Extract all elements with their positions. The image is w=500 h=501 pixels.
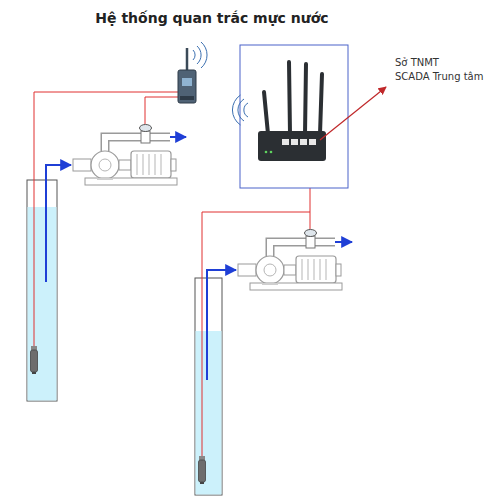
diagram-title: Hệ thống quan trắc mực nước bbox=[95, 10, 328, 26]
destination-label: SCADA Trung tâm bbox=[395, 71, 483, 82]
destination-label: Sở TNMT bbox=[395, 57, 439, 68]
